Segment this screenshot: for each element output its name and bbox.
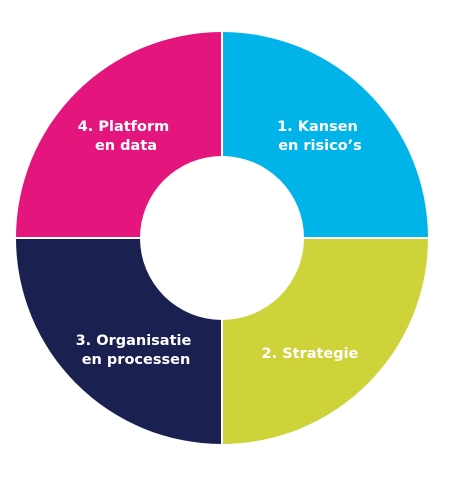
label-platform-line-1: 4. Platform — [78, 119, 170, 135]
center-hole — [140, 156, 304, 320]
label-platform: 4. Platform en data — [78, 119, 175, 154]
label-kansen: 1. Kansen en risico’s — [277, 119, 363, 154]
label-organisatie: 3. Organisatie en processen — [76, 333, 197, 368]
label-organisatie-line-1: 3. Organisatie — [76, 333, 192, 349]
label-platform-line-2: en data — [95, 138, 157, 154]
label-strategie: 2. Strategie — [262, 346, 359, 362]
label-kansen-line-2: en risico’s — [278, 138, 362, 154]
label-kansen-line-1: 1. Kansen — [277, 119, 358, 135]
label-organisatie-line-2: en processen — [82, 352, 191, 368]
label-strategie-line-1: 2. Strategie — [262, 346, 359, 362]
